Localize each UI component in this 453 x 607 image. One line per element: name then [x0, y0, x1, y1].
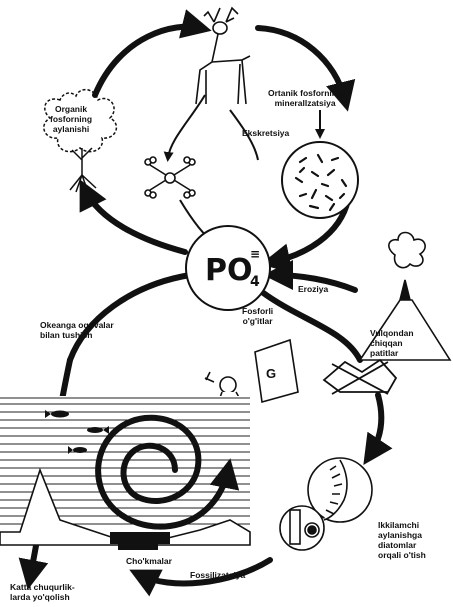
svg-text:G: G: [266, 366, 276, 381]
arrow-po4-to-ocean: [70, 275, 190, 360]
label-excretion: Ekskretsiya: [242, 128, 289, 138]
label-deep-loss: Katta chuqurlik- larda yo'qolish: [10, 582, 75, 602]
bacteria-circle-icon: [282, 142, 358, 218]
diatom-icon: [280, 458, 372, 550]
arrow-volcano-to-diatoms: [370, 395, 381, 455]
arrow-deer-to-bone: [168, 95, 205, 158]
po4-subscript: 4: [250, 274, 260, 290]
label-phosphorus-fertilizers: Fosforli o'g'itlar: [242, 306, 273, 326]
po4-node: PO 4 ≡: [186, 226, 270, 310]
arrow-tree-to-deer: [95, 27, 200, 95]
label-volcanic-rocks: Vulqondan chiqqan patitlar: [370, 328, 414, 358]
po4-formula: PO: [205, 253, 253, 288]
label-ocean-runoff: Okeanga oqovalar bilan tushish: [40, 320, 114, 340]
bone-icon: [145, 157, 195, 198]
rocks-icon: [324, 360, 396, 394]
arrow-po4-to-tree: [85, 190, 185, 252]
label-erosion: Eroziya: [298, 284, 328, 294]
label-secondary-cycle: Ikkilamchi aylanishga diatomlar orqali o…: [378, 520, 426, 560]
label-mineralization: Ortanik fosforning minerallzatsiya: [268, 88, 342, 108]
deer-icon: [196, 8, 250, 104]
label-sediments: Cho'kmalar: [126, 556, 172, 566]
label-fossilization: Fossilizatsiya: [190, 570, 245, 580]
label-organic-cycle: Organik fosforning aylanishi: [50, 104, 92, 134]
fertilizer-bag-icon: G: [255, 340, 298, 402]
po4-superscript: ≡: [250, 247, 260, 261]
sediment-icon: [110, 532, 170, 550]
